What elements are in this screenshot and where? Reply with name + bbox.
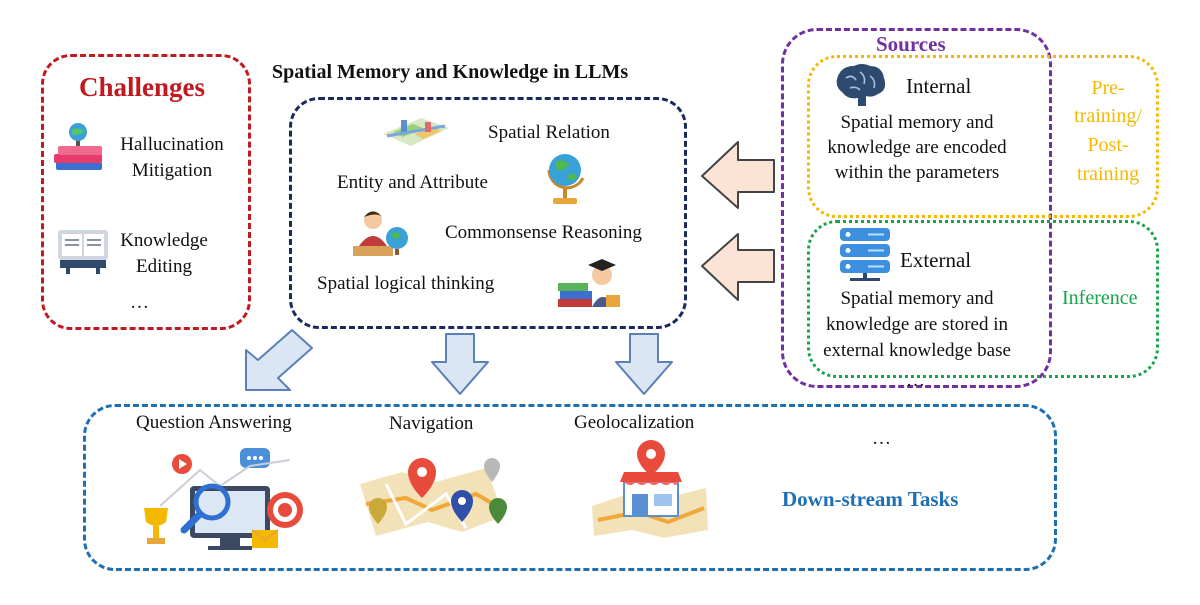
- server-icon: [840, 228, 890, 281]
- downstream-label: Down-stream Tasks: [782, 487, 959, 511]
- downstream-more: …: [872, 428, 891, 449]
- teacher-globe-icon: [353, 211, 408, 256]
- city-map-icon: [383, 118, 449, 146]
- sources-more: …: [906, 370, 925, 391]
- arrow-external-to-core: [701, 233, 775, 301]
- training-label-4: training: [1076, 163, 1140, 185]
- internal-line3: within the parameters: [834, 162, 1000, 183]
- challenges-heading: Challenges: [79, 72, 206, 102]
- internal-title: Internal: [906, 74, 972, 98]
- external-line3: external knowledge base: [823, 340, 1011, 361]
- graduate-books-icon: [558, 259, 620, 307]
- core-item-spatial-relation: Spatial Relation: [488, 122, 610, 143]
- challenge-item-1-label2: Mitigation: [131, 160, 213, 181]
- globe-icon: [547, 154, 585, 204]
- challenge-item-2-label1: Knowledge: [120, 230, 208, 251]
- training-label-3: Post-: [1087, 134, 1129, 156]
- external-line2: knowledge are stored in: [825, 314, 1009, 335]
- external-title: External: [900, 248, 972, 272]
- challenge-item-2-label2: Editing: [136, 256, 192, 277]
- diagram-title: Spatial Memory and Knowledge in LLMs: [272, 61, 629, 83]
- map-pins-icon: [360, 458, 507, 536]
- challenges-more: …: [130, 292, 149, 313]
- training-label-1: Pre-: [1091, 77, 1125, 99]
- arrow-to-navigation: [431, 333, 489, 395]
- book-stand-icon: [58, 230, 108, 274]
- task-navigation-label: Navigation: [389, 413, 474, 434]
- brain-icon: [836, 64, 886, 106]
- qa-monitor-icon: [144, 448, 303, 550]
- core-item-commonsense: Commonsense Reasoning: [445, 222, 642, 243]
- downstream-box: [83, 404, 1057, 571]
- core-box: [289, 97, 687, 329]
- external-line1: Spatial memory and: [840, 288, 994, 309]
- sources-box: [781, 28, 1052, 388]
- training-box: [807, 55, 1159, 218]
- internal-line2: knowledge are encoded: [827, 137, 1007, 158]
- inference-box: [807, 220, 1159, 378]
- challenge-item-1-label1: Hallucination: [120, 134, 224, 155]
- challenges-box: [41, 54, 251, 330]
- sources-heading: Sources: [876, 32, 946, 56]
- core-item-logical: Spatial logical thinking: [317, 273, 495, 294]
- inference-label: Inference: [1062, 287, 1138, 309]
- internal-line1: Spatial memory and: [840, 112, 994, 133]
- arrow-internal-to-core: [701, 141, 775, 209]
- store-location-icon: [592, 440, 708, 538]
- task-qa-label: Question Answering: [136, 412, 292, 433]
- arrow-to-qa: [245, 329, 313, 391]
- core-item-entity-attribute: Entity and Attribute: [337, 172, 488, 193]
- book-globe-icon: [54, 123, 102, 170]
- arrow-to-geolocalization: [615, 333, 673, 395]
- task-geolocalization-label: Geolocalization: [574, 412, 695, 433]
- training-label-2: training/: [1074, 105, 1142, 127]
